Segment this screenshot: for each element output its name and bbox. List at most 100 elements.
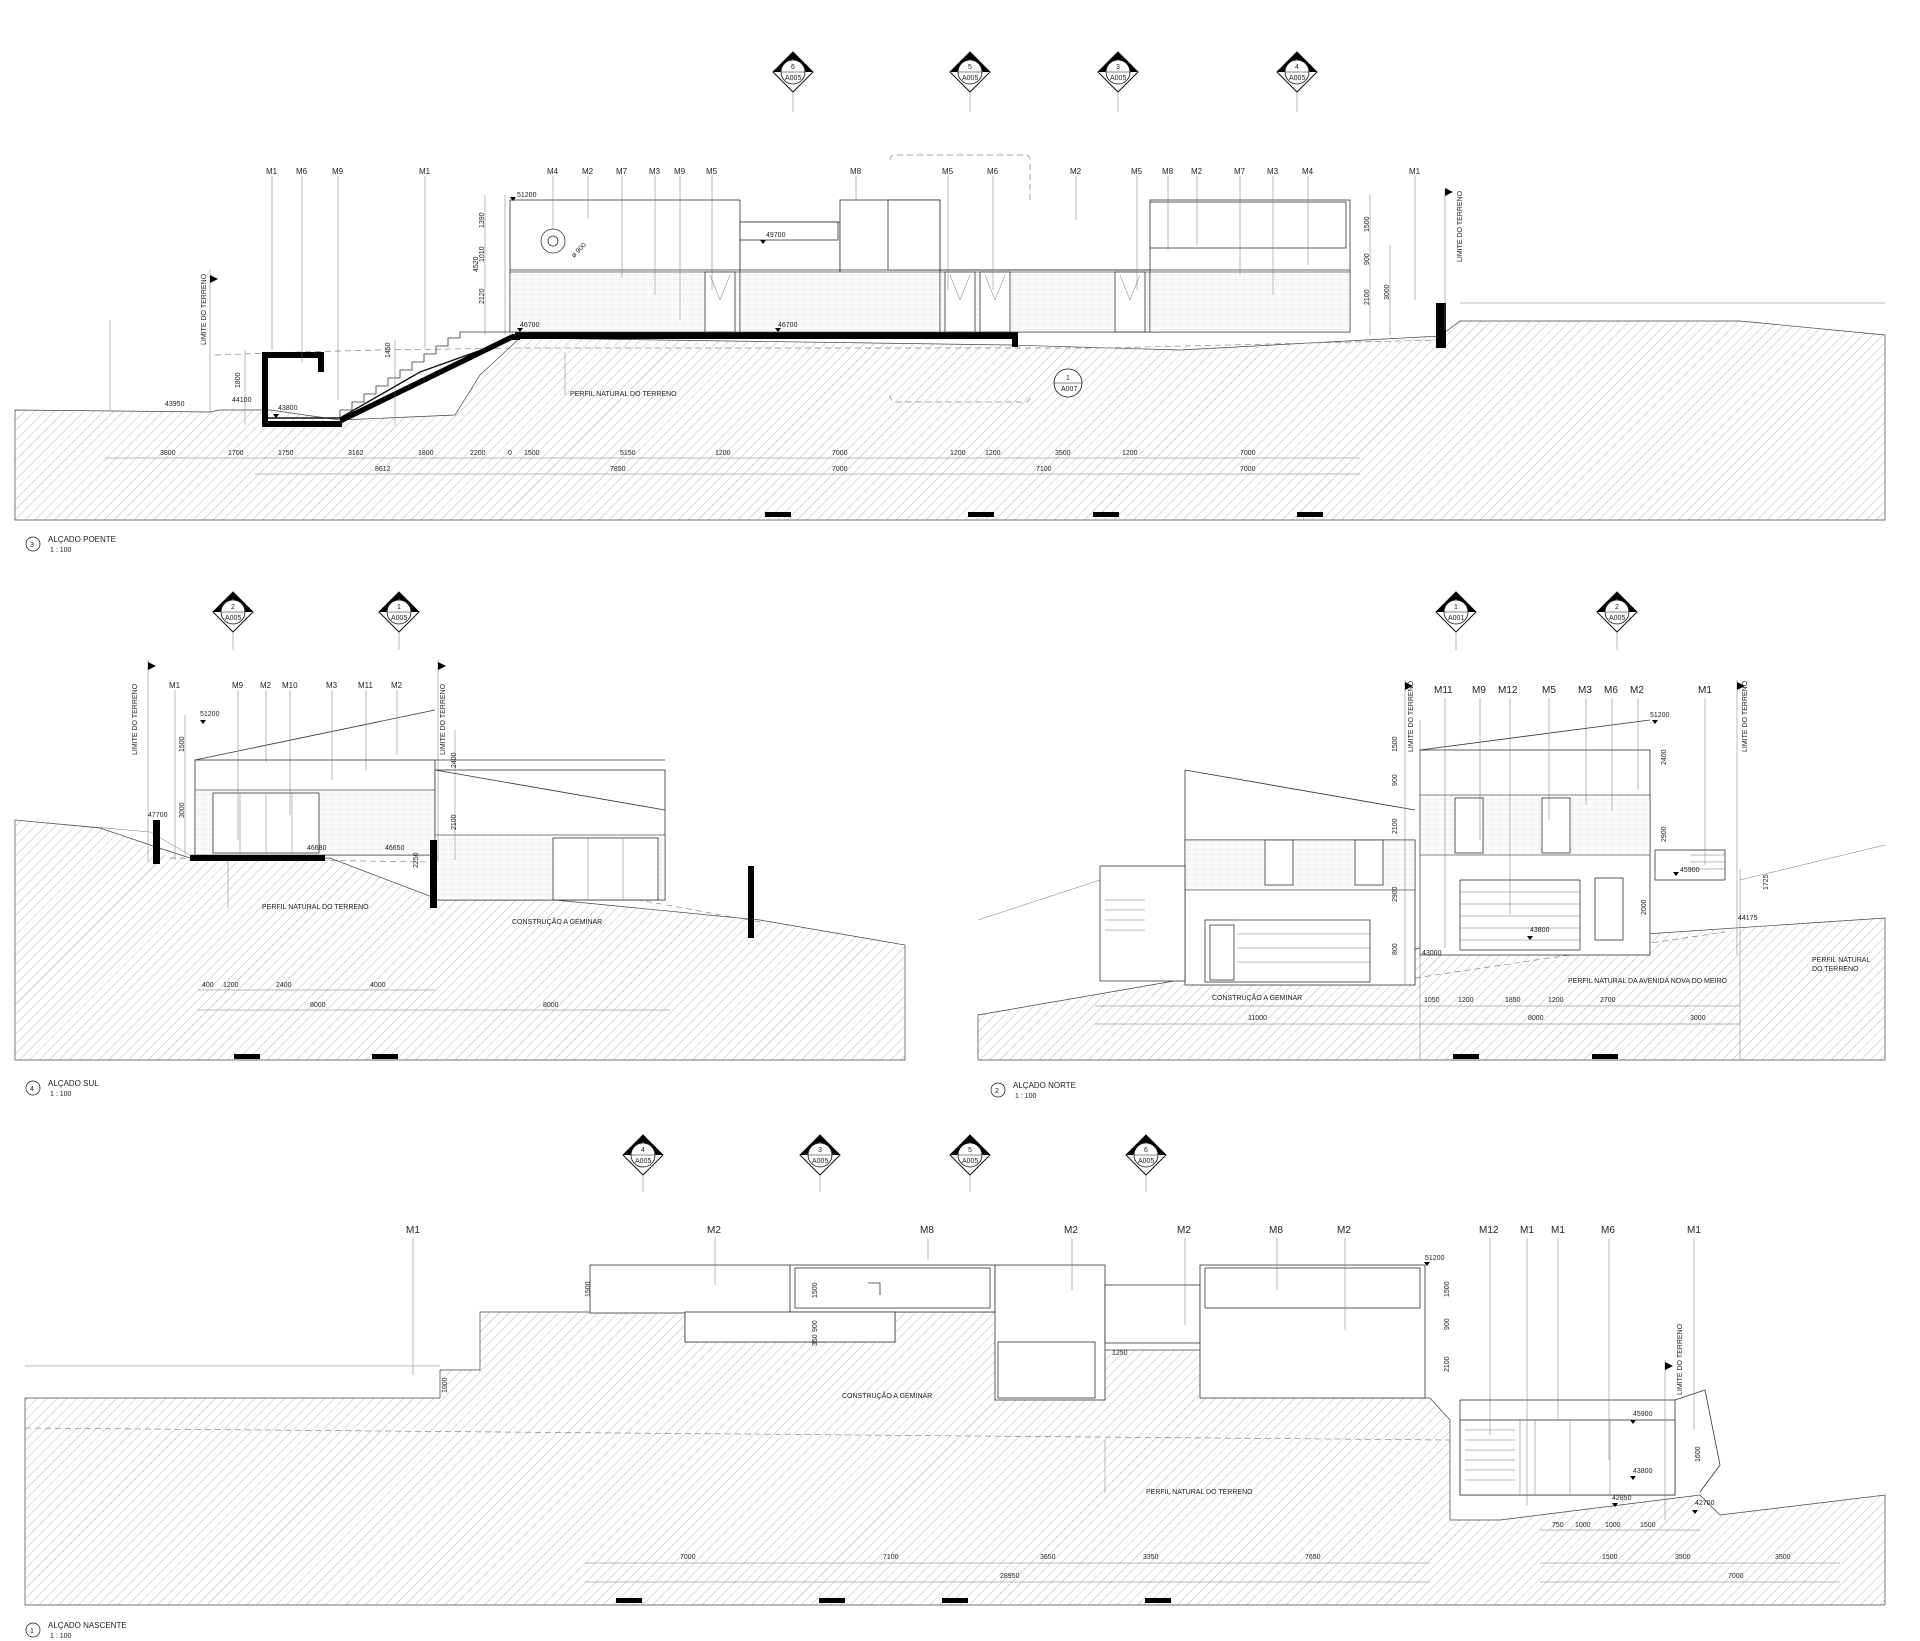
vdims-nascente: 1500 1500 900 350 1250 1000 1500 900 210… bbox=[442, 1281, 1702, 1462]
svg-text:46650: 46650 bbox=[385, 845, 405, 852]
svg-text:ALÇADO NORTE: ALÇADO NORTE bbox=[1013, 1081, 1076, 1090]
svg-text:1000: 1000 bbox=[442, 1377, 449, 1393]
section-marker: 1 A005 bbox=[378, 591, 420, 650]
section-marker: 2 A005 bbox=[212, 591, 254, 650]
svg-text:43800: 43800 bbox=[1633, 1468, 1653, 1475]
svg-text:1200: 1200 bbox=[985, 450, 1001, 457]
svg-text:M8: M8 bbox=[1269, 1225, 1283, 1236]
elevation-norte: M11 M9 M12 M5 M3 M6 M2 M1 51200 45900 44… bbox=[977, 591, 1886, 1100]
svg-text:1500: 1500 bbox=[179, 736, 186, 752]
svg-text:A005: A005 bbox=[812, 1158, 828, 1165]
svg-text:A005: A005 bbox=[962, 1158, 978, 1165]
svg-text:A005: A005 bbox=[1110, 75, 1126, 82]
svg-text:M11: M11 bbox=[1434, 685, 1453, 696]
svg-text:ALÇADO POENTE: ALÇADO POENTE bbox=[48, 535, 116, 544]
svg-text:8000: 8000 bbox=[543, 1002, 559, 1009]
svg-text:M5: M5 bbox=[942, 167, 954, 176]
svg-text:M5: M5 bbox=[1542, 685, 1556, 696]
svg-text:M2: M2 bbox=[582, 167, 594, 176]
section-marker: 2 A005 bbox=[1596, 591, 1638, 650]
svg-text:5: 5 bbox=[968, 1147, 972, 1154]
svg-text:1200: 1200 bbox=[715, 450, 731, 457]
svg-text:M2: M2 bbox=[1064, 1225, 1078, 1236]
svg-text:2: 2 bbox=[995, 1088, 999, 1095]
svg-text:3000: 3000 bbox=[1384, 284, 1391, 300]
levels-sul: 51200 47700 46680 46650 bbox=[148, 711, 405, 852]
svg-text:1050: 1050 bbox=[1424, 997, 1440, 1004]
svg-text:43950: 43950 bbox=[165, 401, 185, 408]
svg-text:7100: 7100 bbox=[883, 1554, 899, 1561]
svg-text:M9: M9 bbox=[674, 167, 686, 176]
section-marker: 5 A005 bbox=[949, 1134, 991, 1192]
svg-text:2250: 2250 bbox=[413, 852, 420, 868]
svg-text:42850: 42850 bbox=[1612, 1495, 1632, 1502]
svg-text:2900: 2900 bbox=[1661, 826, 1668, 842]
svg-text:A005: A005 bbox=[962, 75, 978, 82]
svg-text:7850: 7850 bbox=[610, 466, 626, 473]
svg-text:2100: 2100 bbox=[451, 814, 458, 830]
svg-text:51200: 51200 bbox=[1425, 1255, 1445, 1262]
dims-nascente: 7000 7100 3650 3350 7650 750 1000 1000 1… bbox=[680, 1522, 1791, 1580]
terrain-limit-label: LIMITE DO TERRENO bbox=[1457, 190, 1464, 262]
svg-text:2900: 2900 bbox=[1392, 886, 1399, 902]
svg-text:M9: M9 bbox=[232, 681, 244, 690]
svg-text:5: 5 bbox=[968, 64, 972, 71]
svg-text:M2: M2 bbox=[1337, 1225, 1351, 1236]
svg-text:8000: 8000 bbox=[310, 1002, 326, 1009]
svg-text:350: 350 bbox=[812, 1334, 819, 1346]
svg-text:ALÇADO SUL: ALÇADO SUL bbox=[48, 1079, 99, 1088]
svg-text:28950: 28950 bbox=[1000, 1573, 1020, 1580]
svg-text:2120: 2120 bbox=[479, 288, 486, 304]
svg-text:1 : 100: 1 : 100 bbox=[1015, 1093, 1037, 1100]
svg-text:M11: M11 bbox=[358, 681, 374, 690]
svg-text:1500: 1500 bbox=[1640, 1522, 1656, 1529]
svg-text:M2: M2 bbox=[260, 681, 272, 690]
section-marker: 1 A001 bbox=[1435, 591, 1477, 650]
svg-text:1010: 1010 bbox=[479, 246, 486, 262]
section-marker: 4 A005 bbox=[622, 1134, 664, 1192]
svg-text:6: 6 bbox=[1144, 1147, 1148, 1154]
svg-text:M2: M2 bbox=[391, 681, 403, 690]
vdims-sul: 1500 3000 2400 2100 2250 bbox=[179, 736, 458, 868]
svg-text:M2: M2 bbox=[707, 1225, 721, 1236]
svg-text:2400: 2400 bbox=[1661, 749, 1668, 765]
svg-text:M1: M1 bbox=[169, 681, 181, 690]
dims-poente-row2: 8612 7850 7000 7100 7000 bbox=[375, 466, 1256, 473]
elevation-title: 1 ALÇADO NASCENTE 1 : 100 bbox=[25, 1621, 127, 1640]
svg-text:7000: 7000 bbox=[1240, 450, 1256, 457]
svg-text:A005: A005 bbox=[1289, 75, 1305, 82]
svg-text:1600: 1600 bbox=[1695, 1446, 1702, 1462]
terrain-limit-label: LIMITE DO TERRENO bbox=[132, 683, 139, 755]
svg-text:M2: M2 bbox=[1070, 167, 1082, 176]
svg-text:900: 900 bbox=[812, 1320, 819, 1332]
svg-text:M1: M1 bbox=[1698, 685, 1712, 696]
levels-poente: 51200 49700 46700 46700 43800 44100 4395… bbox=[165, 192, 798, 418]
svg-text:3500: 3500 bbox=[1055, 450, 1071, 457]
svg-text:51200: 51200 bbox=[517, 192, 537, 199]
svg-text:M3: M3 bbox=[1578, 685, 1592, 696]
svg-text:1500: 1500 bbox=[1392, 736, 1399, 752]
svg-text:M1: M1 bbox=[1551, 1225, 1565, 1236]
svg-text:7000: 7000 bbox=[832, 450, 848, 457]
svg-text:2000: 2000 bbox=[1641, 899, 1648, 915]
svg-text:1200: 1200 bbox=[223, 982, 239, 989]
svg-text:7000: 7000 bbox=[1240, 466, 1256, 473]
vdims-poente: 1390 1010 2120 4520 1800 1450 1500 900 2… bbox=[235, 212, 1391, 388]
terrain-limit-label: LIMITE DO TERRENO bbox=[1677, 1323, 1684, 1395]
semi-detached-label: CONSTRUÇÃO A GEMINAR bbox=[842, 1391, 932, 1400]
svg-text:43800: 43800 bbox=[1530, 927, 1550, 934]
svg-text:1500: 1500 bbox=[1444, 1281, 1451, 1297]
svg-text:900: 900 bbox=[1392, 774, 1399, 786]
svg-text:2100: 2100 bbox=[1392, 818, 1399, 834]
svg-text:8612: 8612 bbox=[375, 466, 391, 473]
svg-text:900: 900 bbox=[1364, 253, 1371, 265]
svg-text:7650: 7650 bbox=[1305, 1554, 1321, 1561]
dims-norte: 1050 1200 1850 1200 2700 11000 8000 3000 bbox=[1248, 997, 1706, 1022]
svg-text:M12: M12 bbox=[1498, 685, 1518, 696]
svg-text:2: 2 bbox=[1615, 604, 1619, 611]
svg-text:1390: 1390 bbox=[479, 212, 486, 228]
svg-text:M1: M1 bbox=[266, 167, 278, 176]
terrain-limit-label: LIMITE DO TERRENO bbox=[1742, 680, 1749, 752]
svg-text:M9: M9 bbox=[332, 167, 344, 176]
